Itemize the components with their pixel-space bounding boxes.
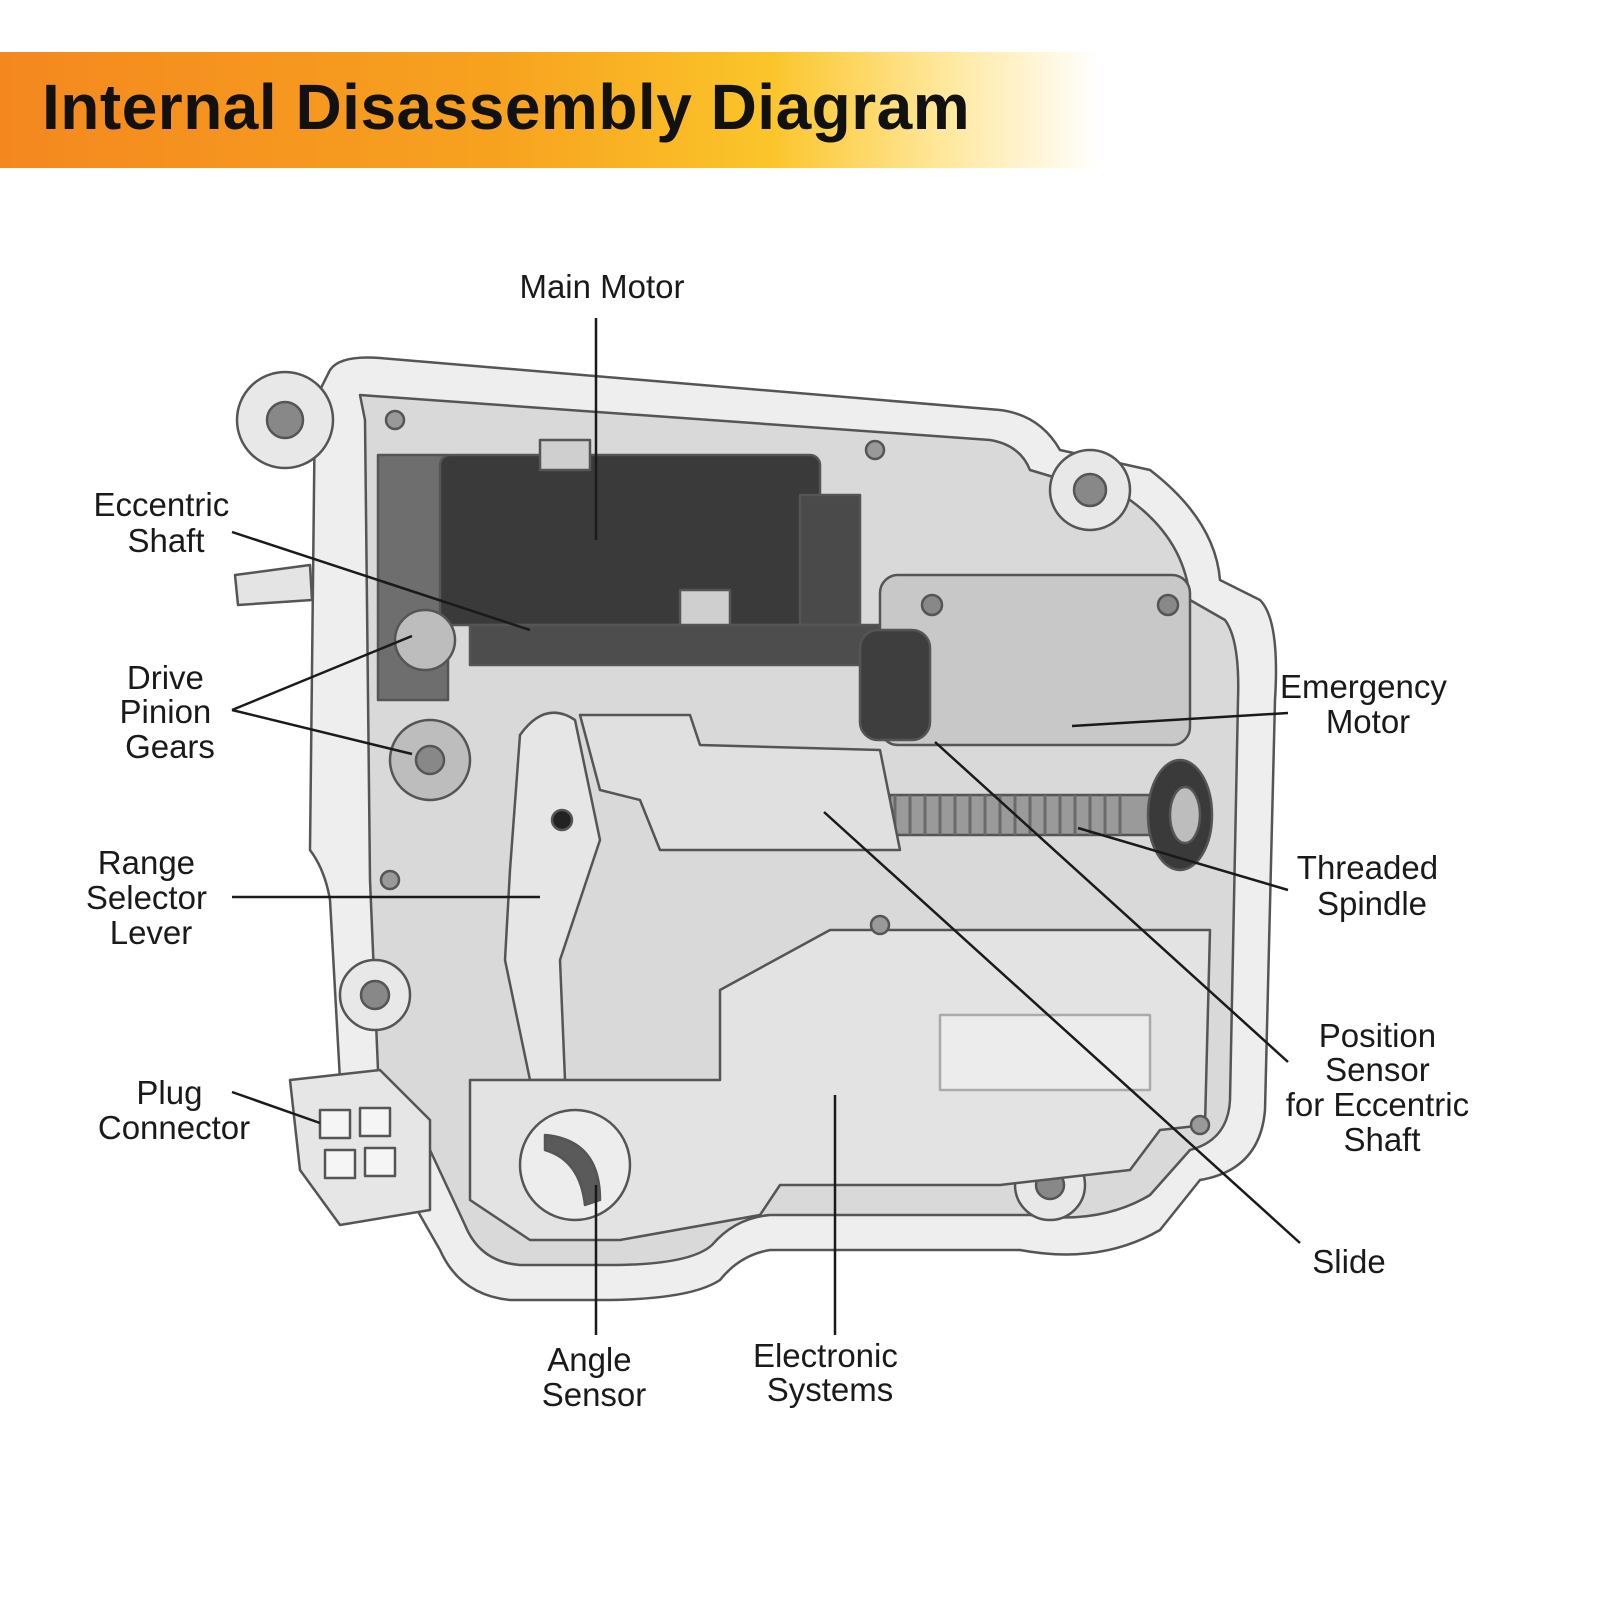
label-line: Gears (125, 728, 215, 765)
label-line: Selector (86, 879, 207, 916)
label-slide: Slide (1312, 1243, 1385, 1280)
label-range-selector-lever: Range Selector Lever (86, 844, 216, 951)
threaded-spindle-shape (888, 793, 1162, 837)
slide-shape (578, 713, 902, 852)
label-line: Plug (136, 1074, 202, 1111)
label-line: Motor (1326, 703, 1410, 740)
part-labels: Main Motor Eccentric Shaft Drive Pinion … (86, 268, 1479, 1413)
pinion-gear-top (393, 608, 457, 672)
page-title: Internal Disassembly Diagram (42, 71, 971, 143)
label-line: Spindle (1317, 885, 1427, 922)
label-line: Pinion (120, 693, 212, 730)
label-line: Emergency (1280, 668, 1447, 705)
label-line: Electronic (753, 1337, 898, 1374)
label-line: Lever (110, 914, 193, 951)
label-line: Connector (98, 1109, 250, 1146)
label-line: Systems (767, 1371, 894, 1408)
label-line: Sensor (542, 1376, 647, 1413)
actuator-illustration (233, 356, 1278, 1302)
label-plug-connector: Plug Connector (98, 1074, 250, 1146)
label-line: Threaded (1297, 849, 1438, 886)
label-line: Shaft (127, 522, 204, 559)
title-banner: Internal Disassembly Diagram (0, 52, 1100, 168)
main-motor-shape (438, 453, 822, 627)
label-electronic-systems: Electronic Systems (753, 1337, 907, 1408)
label-line: Eccentric (94, 486, 230, 523)
label-line: Shaft (1343, 1121, 1420, 1158)
label-threaded-spindle: Threaded Spindle (1297, 849, 1447, 922)
label-line: Sensor (1325, 1051, 1430, 1088)
label-main-motor-line: Main Motor (519, 268, 684, 305)
label-line: Drive (127, 659, 204, 696)
label-line: for Eccentric (1286, 1086, 1469, 1123)
label-main-motor: Main Motor (519, 268, 684, 305)
label-line: Angle (547, 1341, 631, 1378)
label-eccentric-shaft: Eccentric Shaft (94, 486, 239, 559)
label-slide-line: Slide (1312, 1243, 1385, 1280)
label-position-sensor: Position Sensor for Eccentric Shaft (1286, 1017, 1479, 1158)
electronic-board-shape (468, 928, 1212, 1242)
label-angle-sensor: Angle Sensor (542, 1341, 647, 1413)
label-line: Range (98, 844, 195, 881)
label-drive-pinion-gears: Drive Pinion Gears (120, 659, 221, 765)
label-emergency-motor: Emergency Motor (1280, 668, 1456, 740)
leader-lines (231, 318, 1301, 1335)
label-line: Position (1319, 1017, 1436, 1054)
